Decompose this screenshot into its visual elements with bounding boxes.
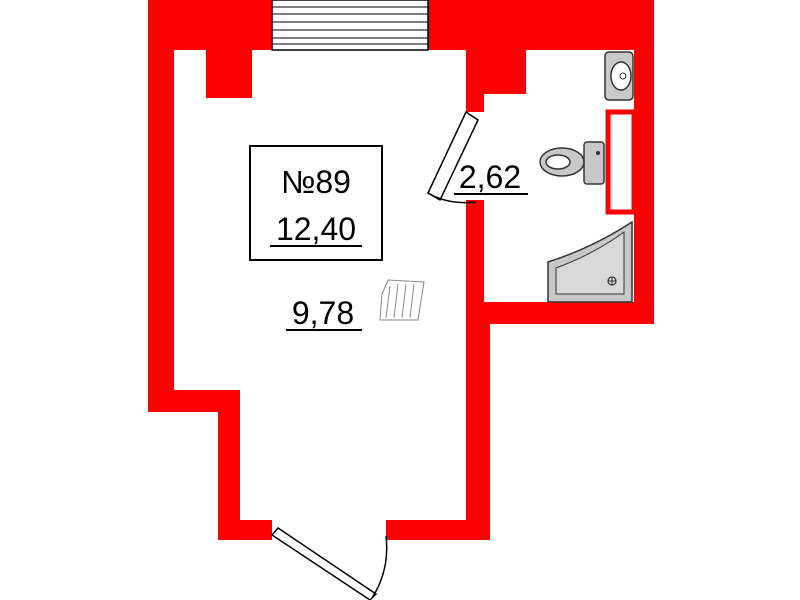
wall-top-right [428,0,654,50]
apartment-label-box: №89 12,40 [249,145,383,261]
wall-top-left [148,0,272,50]
main-room-area-label: 9,78 [286,295,362,331]
apartment-total-area: 12,40 [276,211,356,247]
wall-bottom-left [218,520,272,540]
wall-bathroom-bottom [466,302,654,324]
bathroom-area-label: 2,62 [454,159,528,195]
sink-icon [604,51,634,101]
wall-partition-lower [466,200,484,320]
wall-partition-upper [466,90,484,112]
wall-column-left [206,48,252,98]
corner-shower-icon [547,220,633,303]
toilet-icon [539,141,605,185]
walls [148,0,654,540]
radiator-icon [379,279,425,321]
door-icon [427,110,479,204]
apartment-number: №89 [281,164,351,200]
entrance-door-icon [270,527,388,600]
wall-right-lower [466,305,490,540]
main-room-area: 9,78 [292,295,354,331]
wall-column-right [466,48,526,94]
wall-bottom-right [386,520,490,540]
bathroom-niche [605,109,637,215]
wall-left-lower [218,390,240,540]
wall-left-upper [148,50,174,412]
wall-left-step-horizontal [148,390,240,412]
wall-bathroom-right [634,0,654,324]
bathroom-area: 2,62 [459,159,521,195]
window-icon [271,0,429,51]
